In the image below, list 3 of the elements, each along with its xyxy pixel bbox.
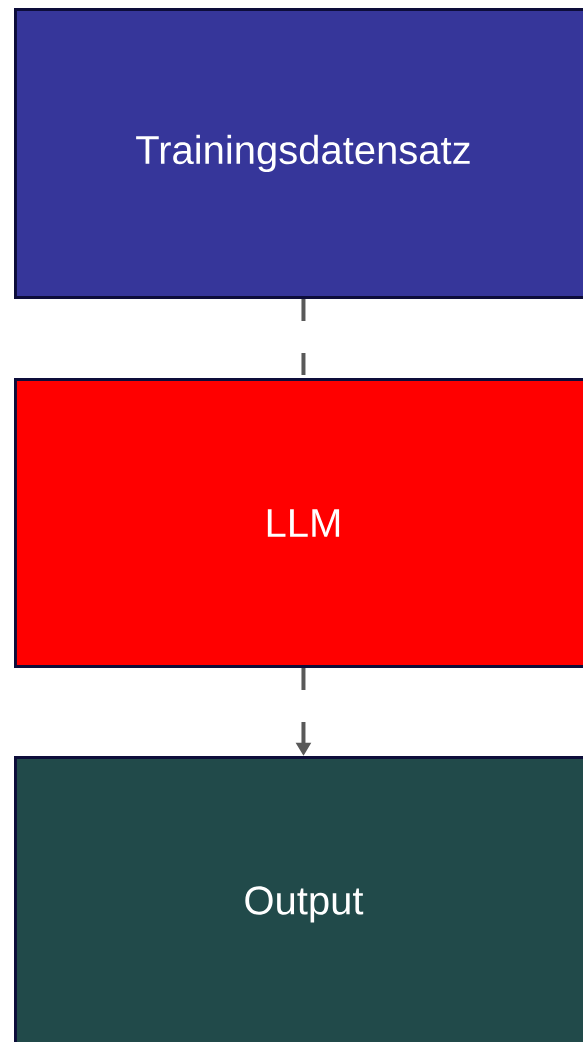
process-box: Output	[14, 756, 583, 1042]
process-box: LLM	[14, 378, 583, 668]
process-box: Trainingsdatensatz	[14, 8, 583, 299]
